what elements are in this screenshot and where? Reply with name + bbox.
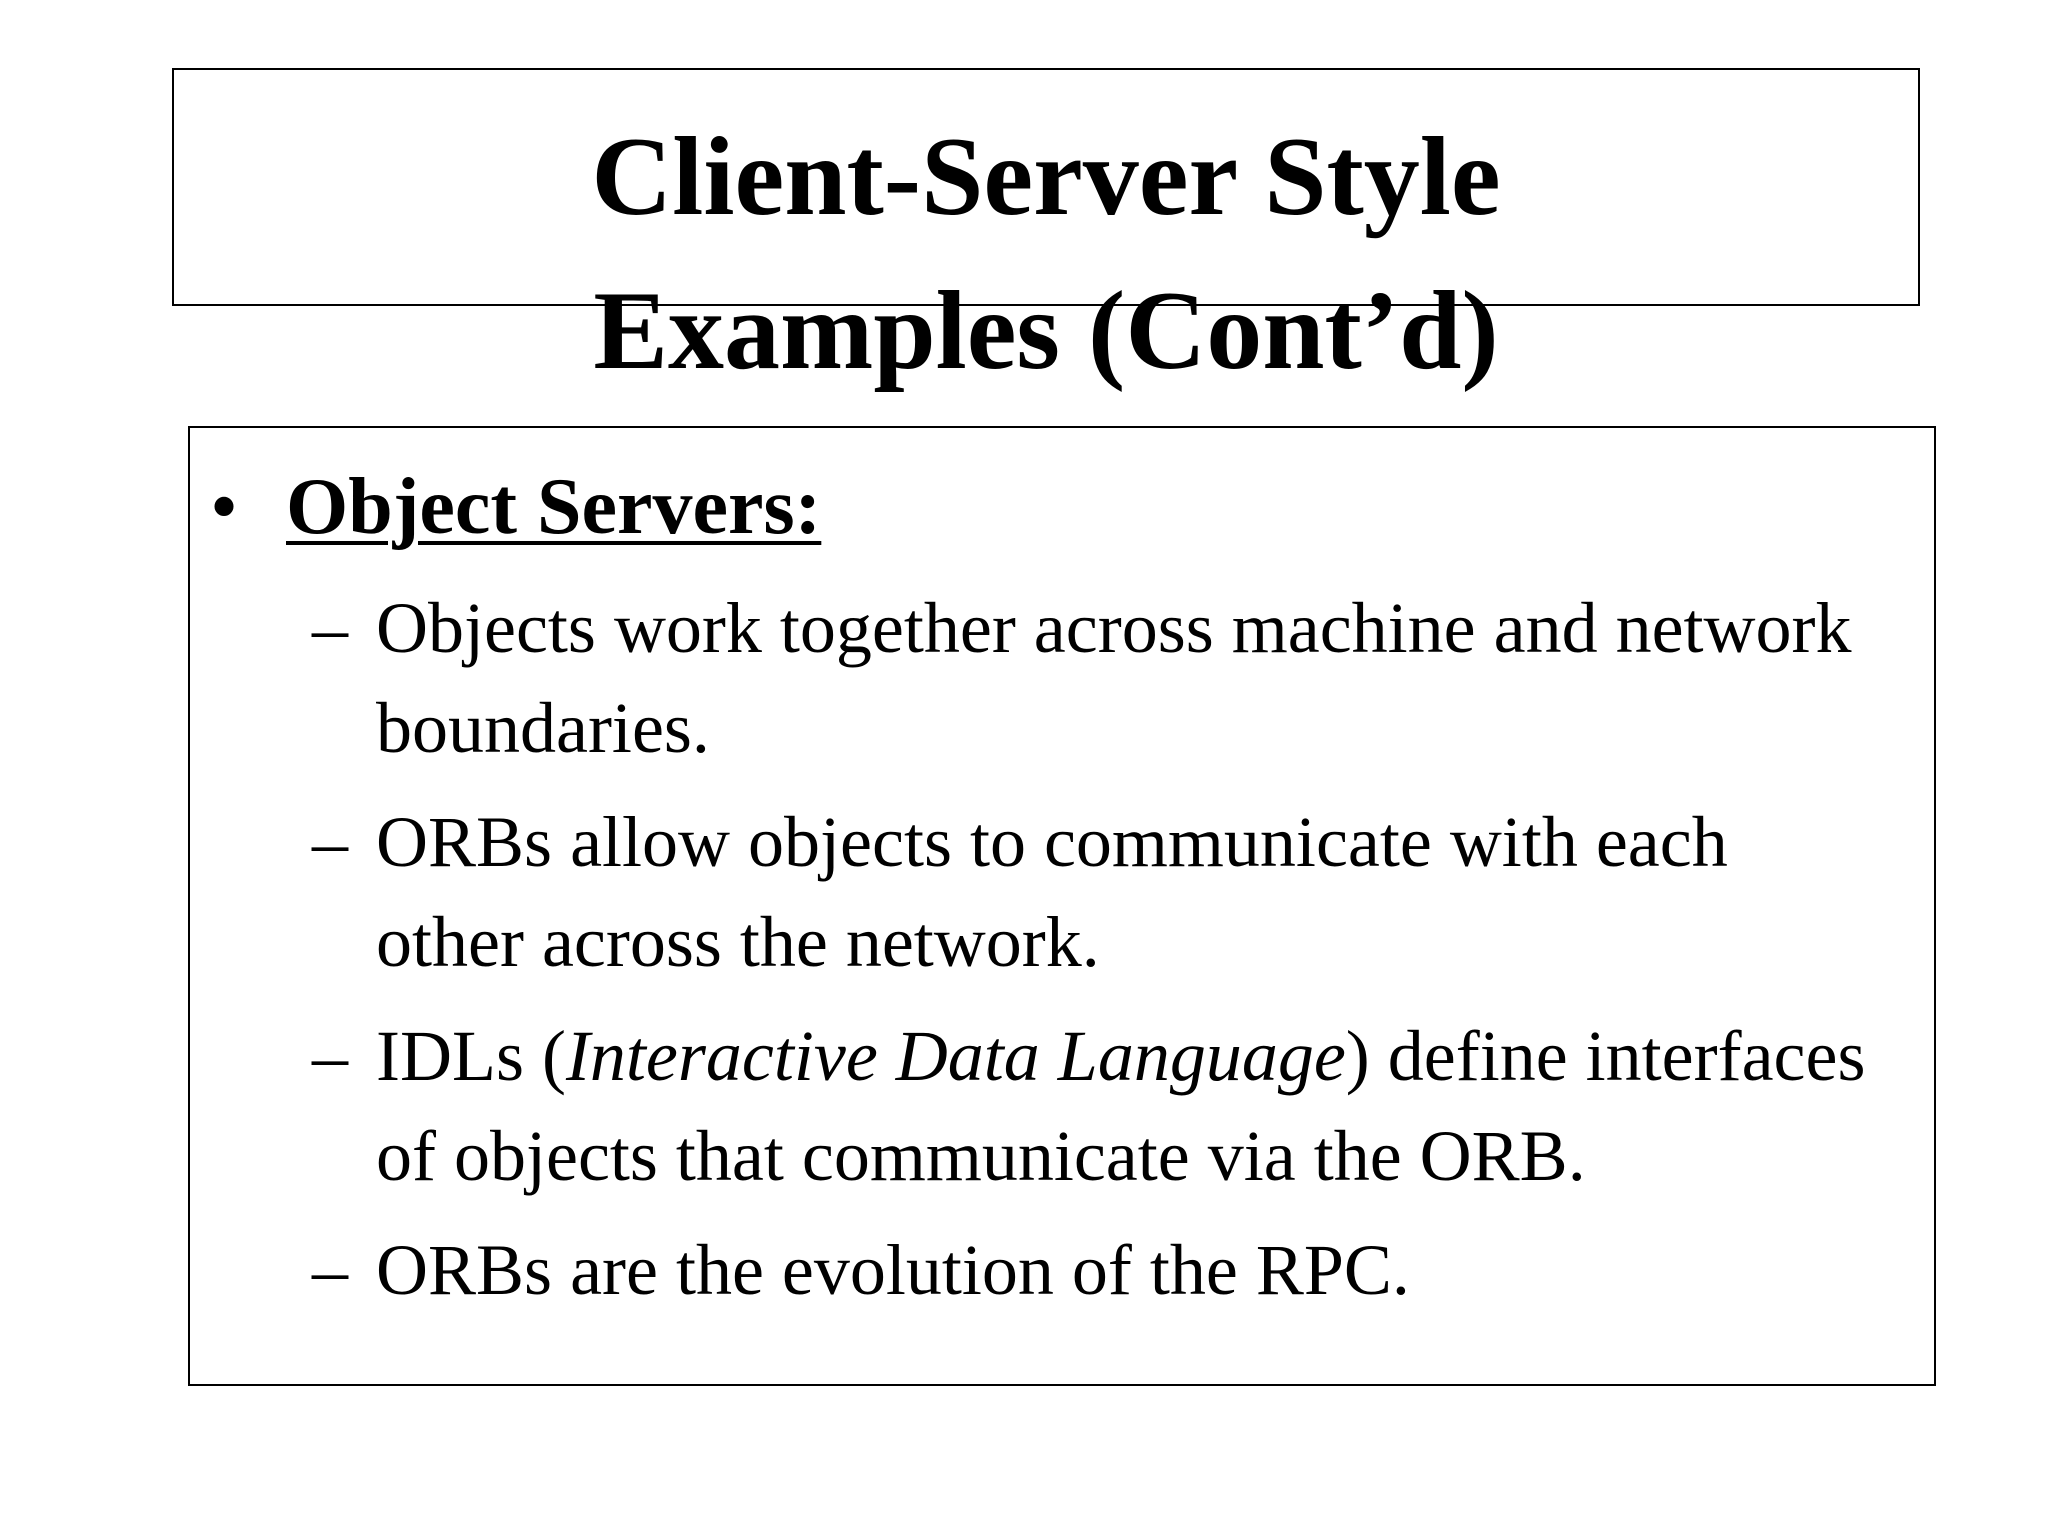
sub-bullet-item: – Objects work together across machine a… [312, 578, 1892, 778]
sub-bullet-text: Objects work together across machine and… [376, 588, 1852, 768]
dash-icon: – [312, 588, 348, 668]
dash-icon: – [312, 802, 348, 882]
bullet-icon: • [210, 463, 239, 551]
sub-bullet-text-end: ) define interfaces of objects that comm… [376, 1016, 1866, 1196]
bullet-object-servers: • Object Servers: [210, 462, 821, 552]
sub-bullet-text: ORBs are the evolution of the RPC. [376, 1230, 1410, 1310]
dash-icon: – [312, 1230, 348, 1310]
dash-icon: – [312, 1016, 348, 1096]
sub-bullet-item: – ORBs allow objects to communicate with… [312, 792, 1892, 992]
sub-bullet-item: – IDLs (Interactive Data Language) defin… [312, 1006, 1892, 1206]
sub-bullet-text: ORBs allow objects to communicate with e… [376, 802, 1728, 982]
slide-title: Client-Server Style Examples (Cont’d) [172, 100, 1920, 408]
sub-bullet-item: – ORBs are the evolution of the RPC. [312, 1220, 1892, 1320]
title-frame [172, 68, 1920, 306]
sub-bullet-italic-term: Interactive Data Language [565, 1016, 1346, 1096]
title-line-1: Client-Server Style [591, 115, 1501, 239]
content-frame [188, 426, 1936, 1386]
title-line-2: Examples (Cont’d) [593, 269, 1499, 393]
bullet-heading: Object Servers: [286, 463, 822, 551]
sub-bullet-text-start: IDLs ( [376, 1016, 566, 1096]
sub-bullet-list: – Objects work together across machine a… [312, 578, 1892, 1334]
